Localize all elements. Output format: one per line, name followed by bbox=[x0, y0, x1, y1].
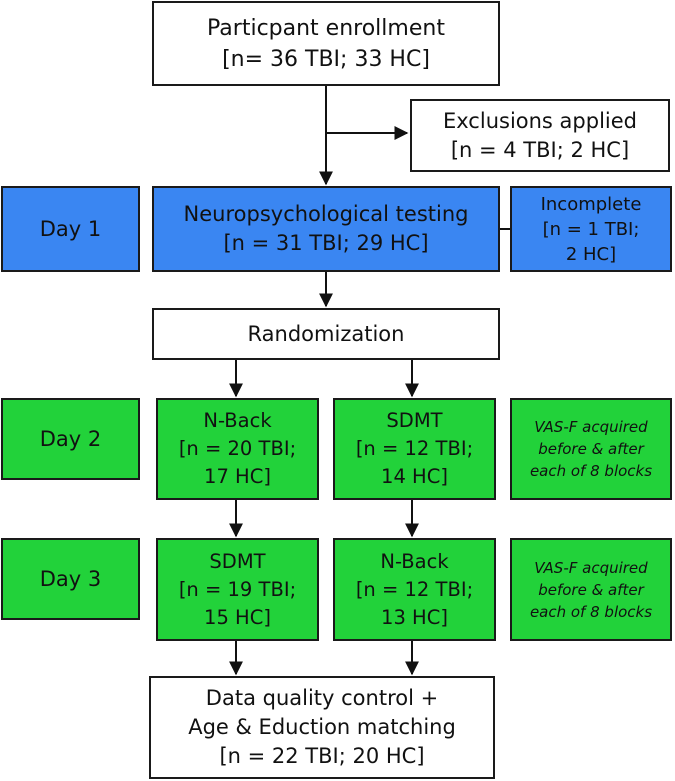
day2-sdmt-title: SDMT bbox=[386, 409, 443, 432]
day3-sdmt-line3: 15 HC] bbox=[204, 605, 271, 629]
day3-label: Day 3 bbox=[1, 538, 140, 620]
day2-vasf-note: VAS-F acquired before & after each of 8 … bbox=[510, 398, 672, 500]
day3-sdmt-title: SDMT bbox=[209, 549, 266, 573]
day3-nback-line2: [n = 12 TBI; bbox=[355, 577, 474, 601]
day3-vasf-line3: each of 8 blocks bbox=[529, 602, 653, 621]
incomplete-line2: [n = 1 TBI; bbox=[542, 218, 640, 240]
day3-vasf-note: VAS-F acquired before & after each of 8 … bbox=[510, 538, 672, 641]
day3-sdmt-line2: [n = 19 TBI; bbox=[178, 577, 297, 601]
day2-sdmt-line3: 14 HC] bbox=[381, 465, 448, 488]
day1-label-text: Day 1 bbox=[39, 216, 102, 241]
final-line3: [n = 22 TBI; 20 HC] bbox=[219, 744, 425, 768]
incomplete-line3: 2 HC] bbox=[565, 243, 617, 265]
day2-nback-line3: 17 HC] bbox=[204, 465, 271, 488]
day3-nback-title: N-Back bbox=[380, 549, 449, 573]
exclusions-count: [n = 4 TBI; 2 HC] bbox=[450, 137, 630, 162]
day2-sdmt-box: SDMT [n = 12 TBI; 14 HC] bbox=[333, 398, 496, 500]
enrollment-count: [n= 36 TBI; 33 HC] bbox=[222, 46, 430, 72]
day3-nback-line3: 13 HC] bbox=[381, 605, 448, 629]
neuropsych-testing-count: [n = 31 TBI; 29 HC] bbox=[223, 231, 429, 255]
final-box: Data quality control + Age & Eduction ma… bbox=[149, 676, 495, 779]
neuropsych-testing-title: Neuropsychological testing bbox=[183, 202, 469, 226]
incomplete-title: Incomplete bbox=[540, 193, 642, 215]
day2-nback-box: N-Back [n = 20 TBI; 17 HC] bbox=[156, 398, 319, 500]
day3-nback-box: N-Back [n = 12 TBI; 13 HC] bbox=[333, 538, 496, 641]
neuropsych-testing-box: Neuropsychological testing [n = 31 TBI; … bbox=[152, 186, 500, 272]
exclusions-title: Exclusions applied bbox=[442, 108, 637, 133]
day3-label-text: Day 3 bbox=[39, 566, 102, 591]
final-line2: Age & Eduction matching bbox=[188, 715, 456, 739]
day2-vasf-line1: VAS-F acquired bbox=[534, 418, 648, 436]
exclusions-box: Exclusions applied [n = 4 TBI; 2 HC] bbox=[410, 99, 670, 172]
day2-sdmt-line2: [n = 12 TBI; bbox=[355, 437, 474, 460]
day2-nback-title: N-Back bbox=[203, 409, 272, 432]
day2-vasf-line2: before & after bbox=[538, 440, 644, 458]
day3-vasf-line1: VAS-F acquired bbox=[534, 558, 648, 577]
day1-label: Day 1 bbox=[1, 186, 140, 272]
incomplete-box: Incomplete [n = 1 TBI; 2 HC] bbox=[510, 186, 672, 272]
day3-vasf-line2: before & after bbox=[538, 580, 644, 599]
day2-label: Day 2 bbox=[1, 398, 140, 480]
day2-label-text: Day 2 bbox=[39, 426, 102, 451]
day2-vasf-line3: each of 8 blocks bbox=[529, 462, 653, 480]
enrollment-title: Particpant enrollment bbox=[207, 15, 445, 41]
randomization-title: Randomization bbox=[247, 321, 405, 346]
randomization-box: Randomization bbox=[152, 308, 500, 360]
enrollment-box: Particpant enrollment [n= 36 TBI; 33 HC] bbox=[152, 1, 500, 86]
day3-sdmt-box: SDMT [n = 19 TBI; 15 HC] bbox=[156, 538, 319, 641]
day2-nback-line2: [n = 20 TBI; bbox=[178, 437, 297, 460]
final-line1: Data quality control + bbox=[205, 686, 439, 710]
